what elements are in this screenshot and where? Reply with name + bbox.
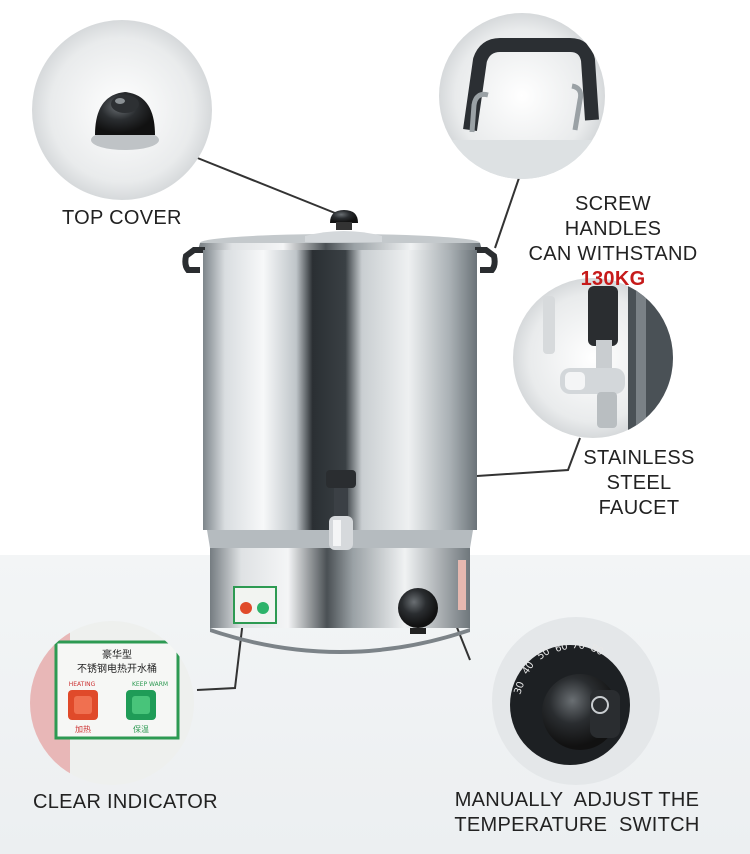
faucet-label-line1: STAINLESS xyxy=(583,447,695,469)
dial-mark: 30 xyxy=(512,680,527,696)
indicator-detail: 豪华型 不锈钢电热开水桶 HEATING KEEP WARM 加热 保温 xyxy=(30,621,194,785)
panel-heating-en: HEATING xyxy=(69,681,96,688)
panel-name-text: 不锈钢电热开水桶 xyxy=(77,662,157,675)
top-cover-label: TOP COVER xyxy=(62,207,182,229)
dial-mark: 70 xyxy=(572,640,586,652)
faucet-label-line2: STEEL FAUCET xyxy=(598,472,680,519)
switch-label: MANUALLY ADJUST THE TEMPERATURE SWITCH xyxy=(453,788,701,838)
panel-keepwarm-label: 保温 xyxy=(133,724,149,734)
handles-label-line1: SCREW HANDLES xyxy=(564,193,662,240)
switch-label-line2: TEMPERATURE SWITCH xyxy=(454,814,700,836)
handles-detail xyxy=(439,13,605,179)
faucet-detail xyxy=(513,278,673,438)
faucet-label: STAINLESS STEEL FAUCET xyxy=(566,446,712,521)
switch-label-line1: MANUALLY ADJUST THE xyxy=(454,789,700,811)
handles-label: SCREW HANDLES CAN WITHSTAND 130KG xyxy=(527,192,699,292)
handles-label-line2: CAN WITHSTAND xyxy=(528,243,698,265)
panel-model-text: 豪华型 xyxy=(102,648,132,661)
indicator-label: CLEAR INDICATOR xyxy=(33,791,218,813)
boiler xyxy=(182,210,498,654)
panel-keepwarm-en: KEEP WARM xyxy=(132,681,168,688)
handles-weight: 130KG xyxy=(580,268,646,290)
temperature-switch-detail: 30 40 50 60 70 80 xyxy=(492,617,660,785)
panel-heat-label: 加热 xyxy=(75,724,91,734)
top-cover-detail xyxy=(32,20,212,200)
dial-mark: 60 xyxy=(554,641,569,655)
dial-mark: 80 xyxy=(589,643,605,658)
